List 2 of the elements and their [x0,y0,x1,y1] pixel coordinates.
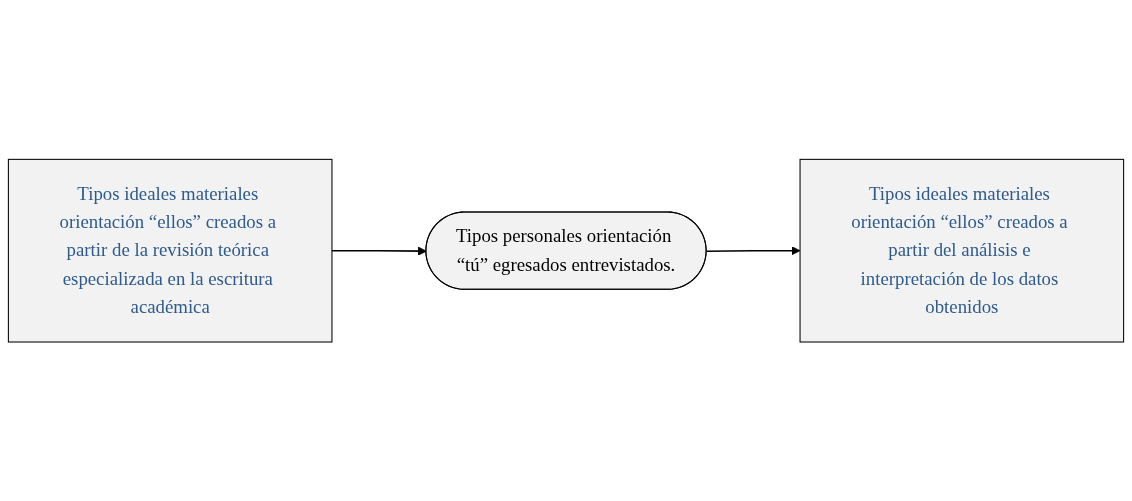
node-box: Tipos ideales materiales orientación “ellos” creados a partir del análisis e interpretación de los datos obtenidos [799,158,1125,343]
node-box: Tipos ideales materiales orientación “ellos” creados a partir de la revisión teórica especializada en la escritura académica [7,158,333,343]
